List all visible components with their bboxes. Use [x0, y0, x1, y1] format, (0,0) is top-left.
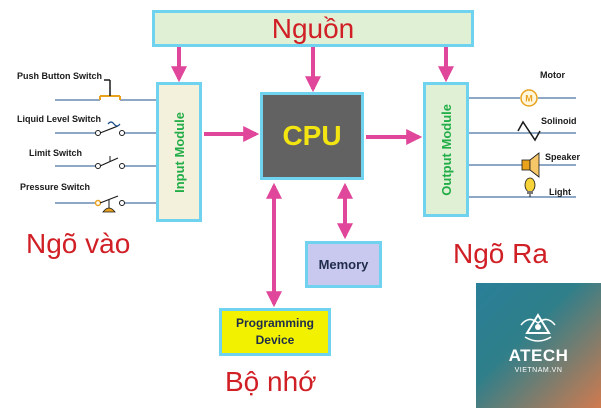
memory-box: Memory: [305, 241, 382, 288]
power-supply-box: Nguồn: [152, 10, 474, 47]
input-wiring: [55, 99, 156, 204]
inputs-title: Ngõ vào: [26, 228, 131, 259]
memory-title: Bộ nhớ: [225, 366, 317, 397]
outputs-title: Ngõ Ra: [453, 238, 548, 269]
programming-device-box: Programming Device: [219, 308, 331, 356]
input-label-push-button: Push Button Switch: [17, 71, 102, 81]
input-module-box: Input Module: [156, 82, 202, 222]
light-bulb-icon: [524, 177, 536, 197]
atech-logo-icon: [520, 313, 556, 342]
logo-subtitle: VIETNAM.VN: [514, 367, 563, 374]
output-wiring: [469, 97, 576, 198]
logo-brand: ATECH: [508, 346, 569, 365]
speaker-icon: [521, 152, 540, 178]
output-label-light: Light: [549, 187, 571, 197]
motor-icon: M: [520, 89, 538, 107]
output-label-motor: Motor: [540, 70, 565, 80]
pressure-switch-icon: [94, 195, 125, 213]
atech-logo: ATECH VIETNAM.VN: [476, 283, 601, 408]
output-module-label: Output Module: [438, 103, 454, 196]
svg-text:M: M: [525, 94, 533, 104]
push-button-switch-icon: [99, 79, 121, 100]
input-module-label: Input Module: [171, 111, 187, 193]
output-label-solenoid: Solinoid: [541, 116, 577, 126]
input-label-pressure: Pressure Switch: [20, 182, 91, 192]
input-label-liquid-level: Liquid Level Switch: [17, 114, 102, 124]
output-label-speaker: Speaker: [545, 152, 581, 162]
cpu-label: CPU: [282, 120, 342, 151]
input-label-limit: Limit Switch: [29, 148, 83, 158]
power-label: Nguồn: [271, 12, 355, 44]
memory-label: Memory: [318, 257, 369, 272]
solenoid-icon: [517, 120, 541, 142]
output-module-box: Output Module: [423, 82, 469, 217]
limit-switch-icon: [95, 156, 125, 169]
programming-device-label: Programming Device: [235, 316, 314, 347]
cpu-box: CPU: [260, 92, 364, 180]
liquid-level-switch-icon: [95, 121, 125, 136]
